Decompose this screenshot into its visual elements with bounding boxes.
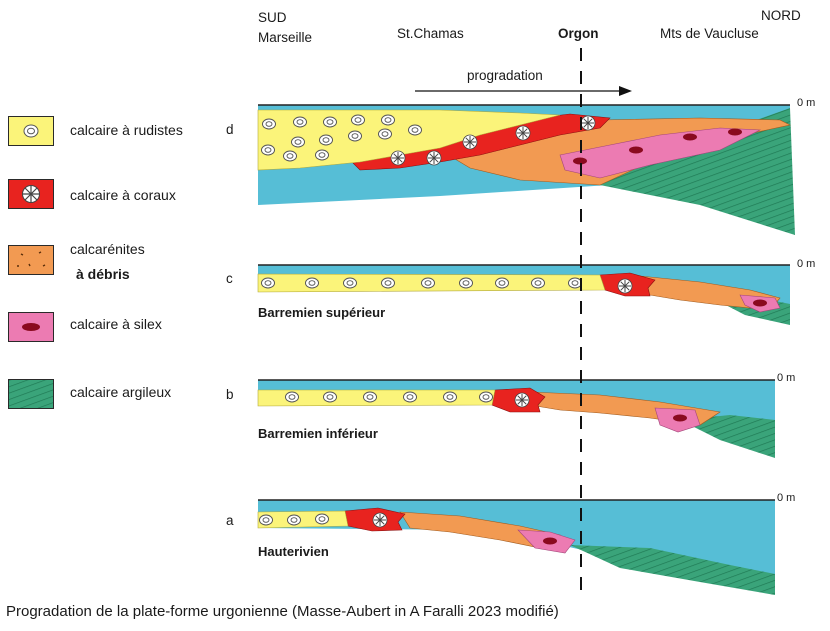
progradation-arrow	[415, 86, 632, 96]
rudist-symbol	[323, 116, 337, 128]
stage-label-c: Barremien supérieur	[258, 305, 386, 320]
legend-label-coraux: calcaire à coraux	[70, 187, 176, 203]
rudist-symbol	[323, 391, 337, 403]
rudist-symbol	[351, 114, 365, 126]
rudist-symbol	[363, 391, 377, 403]
argileux-unit	[600, 108, 795, 235]
panel-letter-d: d	[226, 122, 234, 137]
panel-d	[257, 104, 795, 235]
rudist-symbol	[262, 118, 276, 130]
rudist-symbol	[479, 391, 493, 403]
legend-swatch-argileux	[8, 379, 54, 409]
sea-level-label-c: 0 m	[797, 258, 816, 270]
rudist-symbol	[568, 277, 582, 289]
silex-nodule	[753, 299, 767, 307]
rudist-symbol	[378, 128, 392, 140]
rudist-symbol	[291, 136, 305, 148]
legend-swatch-calcarenites	[8, 245, 54, 275]
panel-c	[257, 264, 790, 325]
rudist-symbol	[348, 130, 362, 142]
argileux-unit	[570, 545, 775, 595]
rudist-symbol	[381, 114, 395, 126]
marseille-label: Marseille	[258, 30, 313, 45]
rudist-symbol	[261, 144, 275, 156]
legend-label-debris: à débris	[76, 266, 130, 282]
legend-swatch-coraux	[8, 179, 54, 209]
rudist-symbol	[381, 277, 395, 289]
rudist-symbol	[315, 149, 329, 161]
figure-caption: Progradation de la plate-forme urgonienn…	[6, 603, 559, 620]
panel-a	[257, 499, 775, 595]
coral-symbol	[426, 150, 442, 166]
rudist-symbol	[495, 277, 509, 289]
rudist-symbol	[421, 277, 435, 289]
panel-letter-c: c	[226, 271, 233, 286]
legend-swatch-silex	[8, 312, 54, 342]
rudist-symbol	[408, 124, 422, 136]
legend-swatch-rudistes	[8, 116, 54, 146]
progradation-label: progradation	[467, 68, 543, 83]
stage-label-b: Barremien inférieur	[258, 426, 378, 441]
legend-label-rudistes: calcaire à rudistes	[70, 122, 183, 138]
stage-label-a: Hauterivien	[258, 544, 329, 559]
vaucluse-label: Mts de Vaucluse	[660, 26, 759, 41]
orgon-label: Orgon	[558, 26, 599, 41]
sea-level-label-a: 0 m	[777, 492, 796, 504]
silex-nodule	[543, 537, 557, 545]
coral-symbol	[372, 512, 388, 528]
silex-nodule	[573, 157, 587, 165]
south-label: SUD	[258, 10, 287, 25]
rudist-symbol	[305, 277, 319, 289]
silex-nodule	[673, 414, 687, 422]
coral-symbol	[390, 150, 406, 166]
rudist-symbol	[285, 391, 299, 403]
rudist-symbol	[287, 514, 301, 526]
coral-symbol	[515, 125, 531, 141]
rudist-symbol	[343, 277, 357, 289]
sea-level-label-d: 0 m	[797, 97, 816, 109]
st-chamas-label: St.Chamas	[397, 26, 464, 41]
panel-letter-b: b	[226, 387, 234, 402]
rudist-symbol	[283, 150, 297, 162]
north-label: NORD	[761, 8, 801, 23]
legend-label-calcarenites: calcarénites	[70, 241, 145, 257]
coral-symbol	[617, 278, 633, 294]
argileux-unit	[680, 415, 775, 458]
panel-b	[257, 379, 775, 458]
rudist-symbol	[443, 391, 457, 403]
silex-nodule	[629, 146, 643, 154]
rudist-symbol	[459, 277, 473, 289]
legend-label-silex: calcaire à silex	[70, 316, 162, 332]
coral-symbol	[462, 134, 478, 150]
silex-nodule	[683, 133, 697, 141]
silex-unit	[559, 127, 762, 179]
rudist-symbol	[259, 514, 273, 526]
coral-symbol	[580, 115, 596, 131]
panel-letter-a: a	[226, 513, 234, 528]
rudist-symbol	[531, 277, 545, 289]
rudist-symbol	[293, 116, 307, 128]
silex-nodule	[728, 128, 742, 136]
rudist-symbol	[319, 134, 333, 146]
sea-level-label-b: 0 m	[777, 372, 796, 384]
legend-label-argileux: calcaire argileux	[70, 384, 172, 400]
rudist-symbol	[403, 391, 417, 403]
rudist-symbol	[261, 277, 275, 289]
coral-symbol	[514, 392, 530, 408]
rudist-symbol	[315, 513, 329, 525]
